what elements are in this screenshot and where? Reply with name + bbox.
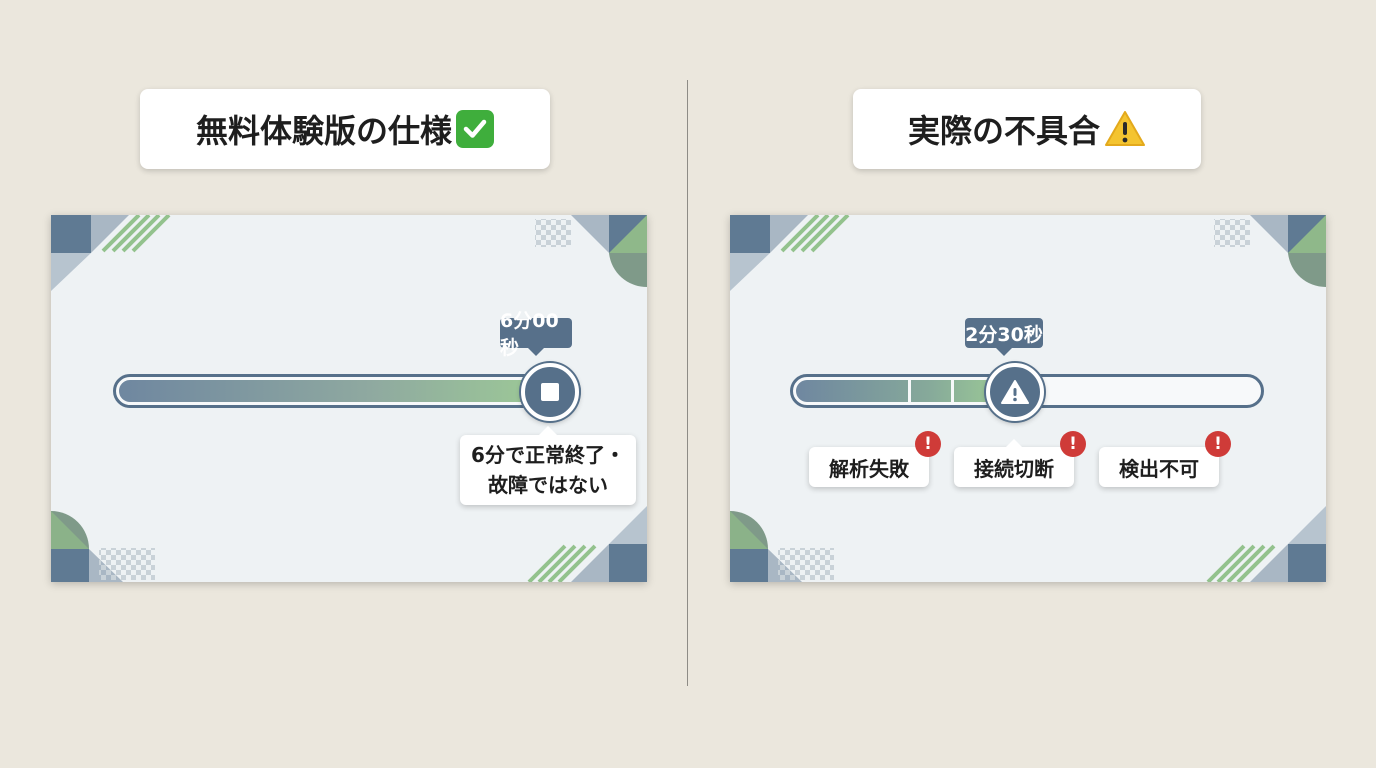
left-progress-fill	[119, 380, 575, 402]
left-callout: 6分で正常終了・ 故障ではない	[460, 426, 636, 505]
warning-knob[interactable]	[986, 363, 1044, 421]
stop-icon	[541, 383, 559, 401]
error-icon: !	[915, 431, 941, 457]
left-time-label: 6分00秒	[500, 310, 572, 359]
error-label-text: 接続切断	[974, 456, 1054, 481]
right-progress-fill	[796, 380, 1016, 402]
right-title: 実際の不具合	[907, 112, 1100, 150]
error-label-text: 解析失敗	[829, 456, 909, 481]
left-title-box: 無料体験版の仕様	[140, 89, 550, 169]
right-title-box: 実際の不具合	[853, 89, 1201, 169]
left-panel: 6分00秒 6分で正常終了・ 故障ではない	[51, 215, 647, 582]
right-panel: 2分30秒 解析失敗 ! 接続切断 ! 検出不可 !	[730, 215, 1326, 582]
left-callout-line2: 故障ではない	[488, 473, 608, 497]
left-title: 無料体験版の仕様	[195, 112, 452, 150]
progress-segment-divider	[908, 380, 911, 402]
warning-icon	[1104, 110, 1146, 148]
error-label-text: 検出不可	[1119, 456, 1199, 481]
center-divider	[687, 80, 688, 686]
stop-knob[interactable]	[521, 363, 579, 421]
error-icon: !	[1060, 431, 1086, 457]
panel-decoration	[730, 215, 1326, 582]
error-icon: !	[1205, 431, 1231, 457]
progress-segment-divider	[951, 380, 954, 402]
check-mark-icon	[456, 110, 494, 148]
error-not-detected: 検出不可 !	[1099, 431, 1231, 487]
right-time-label: 2分30秒	[965, 318, 1043, 356]
error-analysis-failed: 解析失敗 !	[809, 431, 941, 487]
error-connection-lost: 接続切断 !	[954, 431, 1086, 487]
panel-decoration	[51, 215, 647, 582]
left-progress-track	[113, 374, 581, 408]
left-callout-line1: 6分で正常終了・	[471, 443, 625, 467]
warning-triangle-icon	[1001, 380, 1029, 404]
